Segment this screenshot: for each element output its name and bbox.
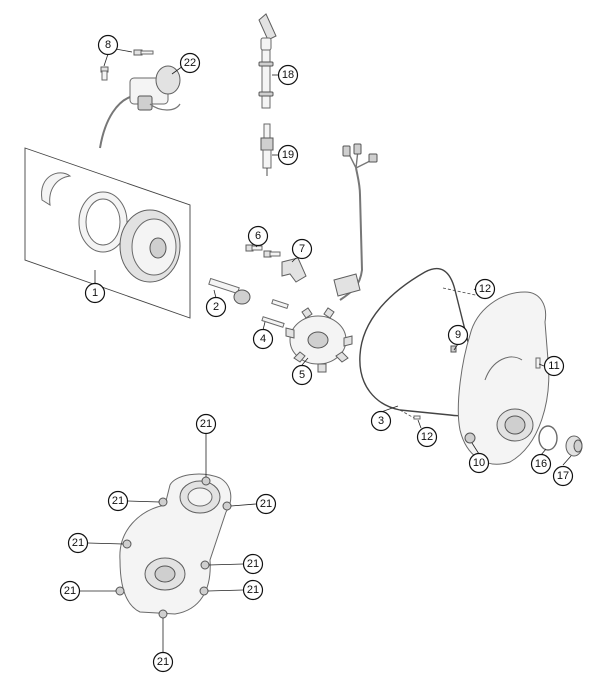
callout-12-lower: 12 xyxy=(416,426,438,448)
callout-label: 10 xyxy=(473,457,485,469)
callout-18: 18 xyxy=(277,64,299,86)
callout-label: 1 xyxy=(92,287,98,299)
callout-label: 21 xyxy=(64,585,76,597)
callout-21-top: 21 xyxy=(195,413,217,435)
callout-21-bottom: 21 xyxy=(152,651,174,673)
callout-21-upper-right: 21 xyxy=(255,493,277,515)
callout-label: 11 xyxy=(548,360,559,372)
cable-holder xyxy=(281,257,307,283)
callout-label: 7 xyxy=(299,243,305,255)
callout-label: 21 xyxy=(247,558,259,570)
callout-label: 12 xyxy=(421,431,433,443)
spark-plug xyxy=(260,123,274,176)
callout-label: 4 xyxy=(260,333,266,345)
rotor-panel xyxy=(24,147,191,319)
callout-label: 2 xyxy=(213,301,219,313)
stator-bolts xyxy=(208,244,289,328)
callout-5: 5 xyxy=(291,364,313,386)
callout-label: 21 xyxy=(200,418,212,430)
callout-21-upper-left: 21 xyxy=(107,490,129,512)
callout-10: 10 xyxy=(468,452,490,474)
callout-label: 21 xyxy=(260,498,272,510)
callout-3: 3 xyxy=(370,410,392,432)
callout-22: 22 xyxy=(179,52,201,74)
callout-label: 21 xyxy=(72,537,84,549)
callout-1: 1 xyxy=(84,282,106,304)
callout-label: 21 xyxy=(112,495,124,507)
callout-11: 11 xyxy=(543,355,565,377)
callout-16: 16 xyxy=(530,453,552,475)
callout-label: 5 xyxy=(299,369,305,381)
callout-label: 9 xyxy=(455,329,461,341)
spark-plug-connector xyxy=(258,13,277,109)
callout-label: 16 xyxy=(535,458,547,470)
ignition-coil xyxy=(99,65,181,149)
callout-label: 19 xyxy=(282,149,294,161)
callout-label: 6 xyxy=(255,230,261,242)
callout-21-middle-right: 21 xyxy=(242,553,264,575)
callout-label: 17 xyxy=(557,470,569,482)
stator xyxy=(285,143,378,373)
callout-4: 4 xyxy=(252,328,274,350)
callout-6: 6 xyxy=(247,225,269,247)
callout-label: 22 xyxy=(184,57,196,69)
callout-9: 9 xyxy=(447,324,469,346)
coil-bolt xyxy=(100,49,154,81)
callout-21-lower-right: 21 xyxy=(242,579,264,601)
callout-label: 8 xyxy=(105,39,111,51)
callout-label: 18 xyxy=(282,69,294,81)
callout-8: 8 xyxy=(97,34,119,56)
cover-gasket xyxy=(359,267,482,417)
callout-7: 7 xyxy=(291,238,313,260)
callout-12-upper: 12 xyxy=(474,278,496,300)
generator-cover-rear xyxy=(457,291,550,465)
callout-21-lower-left: 21 xyxy=(59,580,81,602)
callout-19: 19 xyxy=(277,144,299,166)
callout-17: 17 xyxy=(552,465,574,487)
generator-cover-front xyxy=(115,473,232,619)
callout-21-middle-left: 21 xyxy=(67,532,89,554)
callout-label: 12 xyxy=(479,283,491,295)
callout-label: 21 xyxy=(157,656,169,668)
sealing-ring-and-plug xyxy=(538,425,583,457)
callout-2: 2 xyxy=(205,296,227,318)
callout-label: 21 xyxy=(247,584,259,596)
callout-label: 3 xyxy=(378,415,384,427)
